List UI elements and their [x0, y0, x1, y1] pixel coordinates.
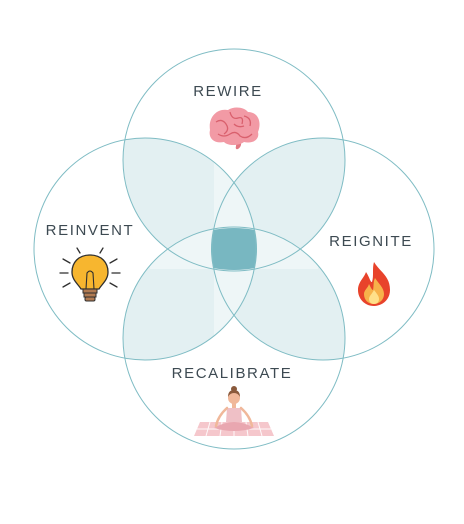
lightbulb-icon	[59, 247, 121, 302]
circle-reignite	[211, 137, 435, 361]
label-rewire: REWIRE	[193, 83, 263, 100]
label-recalibrate: RECALIBRATE	[172, 365, 293, 382]
brain-icon	[209, 107, 260, 150]
circle-rewire	[122, 48, 346, 272]
flame-icon	[358, 262, 390, 306]
center-overlap	[211, 228, 257, 270]
meditation-icon	[194, 386, 274, 437]
label-reinvent: REINVENT	[46, 222, 135, 239]
label-reignite: REIGNITE	[329, 233, 413, 250]
circle-recalibrate	[122, 226, 346, 450]
circle-reinvent	[33, 137, 257, 361]
circle-outlines	[33, 48, 435, 450]
